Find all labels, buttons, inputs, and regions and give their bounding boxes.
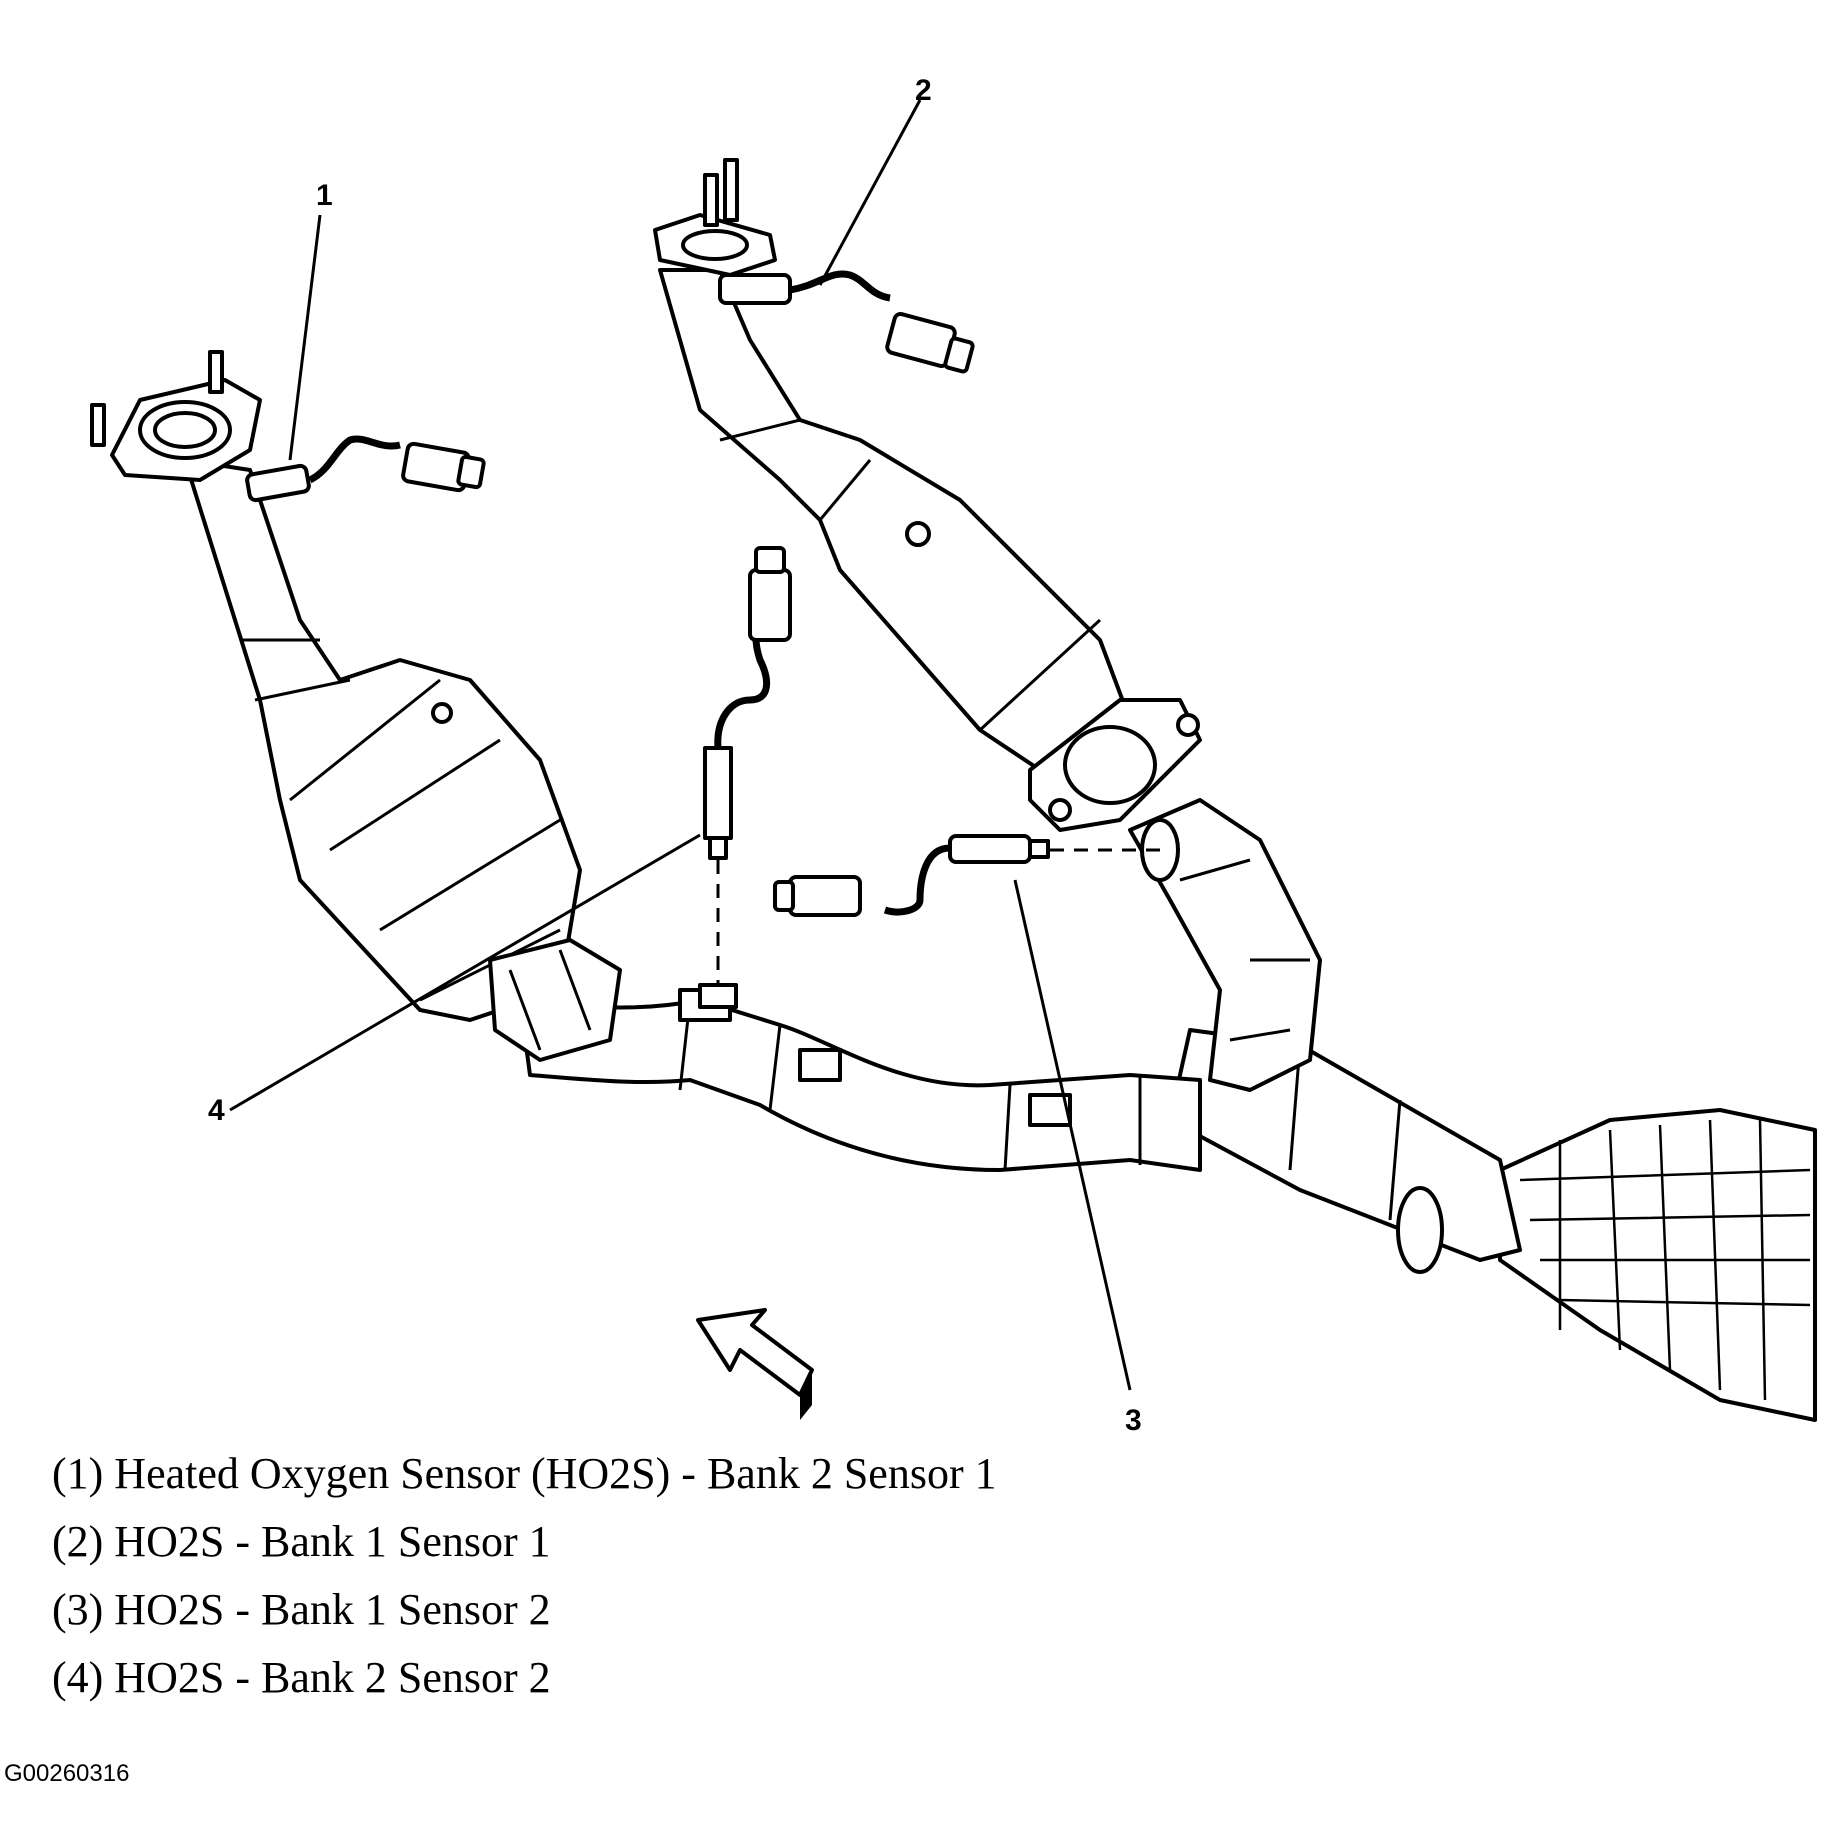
left-pipe-flange	[488, 938, 622, 1062]
ho2s-bank2-sensor1	[245, 435, 486, 503]
leader-lines	[229, 99, 1132, 1391]
callout-1: 1	[316, 179, 333, 212]
front-direction-arrow-icon	[696, 1308, 814, 1420]
ho2s-bank1-sensor2	[773, 834, 1160, 917]
callout-3: 3	[1125, 1404, 1142, 1437]
right-downpipe	[1128, 798, 1322, 1092]
callout-4: 4	[208, 1094, 225, 1127]
callout-2: 2	[915, 74, 932, 107]
legend-item-4: (4) HO2S - Bank 2 Sensor 2	[52, 1653, 551, 1702]
left-manifold-flange	[90, 350, 262, 482]
legend-item-2: (2) HO2S - Bank 1 Sensor 1	[52, 1517, 551, 1566]
muffler	[1498, 1108, 1817, 1422]
crossover-pipe	[518, 988, 1202, 1172]
right-pipe-flange	[1028, 698, 1202, 832]
legend-item-1: (1) Heated Oxygen Sensor (HO2S) - Bank 2…	[52, 1449, 997, 1498]
ho2s-bank2-sensor2	[698, 546, 792, 1009]
left-catalytic-converter	[183, 458, 582, 1022]
right-manifold-flange	[653, 158, 777, 277]
figure-id: G00260316	[4, 1760, 130, 1787]
legend-list: (1) Heated Oxygen Sensor (HO2S) - Bank 2…	[52, 1440, 1152, 1712]
legend-item-3: (3) HO2S - Bank 1 Sensor 2	[52, 1585, 551, 1634]
ho2s-bank1-sensor1	[718, 270, 975, 374]
